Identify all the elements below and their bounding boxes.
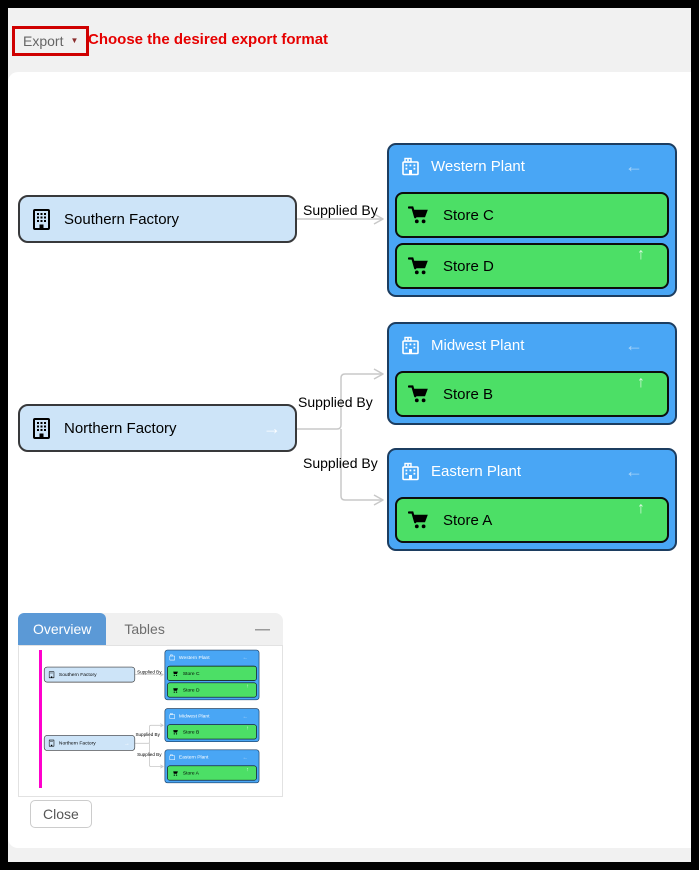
cart-icon <box>408 384 430 404</box>
cart-icon <box>171 687 178 693</box>
mini-node-store-d: Store D ↑ <box>167 682 257 698</box>
chevron-down-icon: ▼ <box>70 36 79 45</box>
group-western-plant[interactable]: Western Plant ← Store C Store D ↑ <box>387 143 677 297</box>
arrow-left-icon: ← <box>242 753 249 761</box>
tab-tables-label: Tables <box>124 621 165 637</box>
cart-icon <box>408 510 430 530</box>
factory-building-icon <box>48 739 55 747</box>
group-label: Midwest Plant <box>178 713 210 719</box>
arrow-left-icon: ← <box>242 653 249 661</box>
node-label: Store A <box>443 511 493 529</box>
overview-minimap[interactable]: Supplied By Supplied By Supplied By Sout… <box>18 645 283 797</box>
plant-building-icon <box>169 654 175 661</box>
node-store-c[interactable]: Store C <box>395 192 669 238</box>
mini-group-eastern-plant: Eastern Plant ← Store A ↑ <box>164 749 260 784</box>
edge-arrowhead <box>373 368 384 380</box>
cart-icon <box>171 770 178 776</box>
node-label: Store D <box>182 687 200 693</box>
mini-group-western-plant: Western Plant ← Store C Store D ↑ <box>164 649 260 701</box>
plant-building-icon <box>401 336 420 355</box>
edge-label-supplied-by: Supplied By <box>137 669 162 675</box>
group-header[interactable]: Eastern Plant ← <box>395 450 669 492</box>
arrow-up-icon: ↑ <box>246 683 249 690</box>
mini-node-southern-factory: Southern Factory <box>43 666 136 683</box>
node-store-d[interactable]: Store D ↑ <box>395 243 669 289</box>
overview-panel-tabbar: Overview Tables — <box>18 613 283 645</box>
group-label: Eastern Plant <box>178 754 209 760</box>
group-label: Midwest Plant <box>431 336 525 354</box>
plant-building-icon <box>401 462 420 481</box>
node-label: Store C <box>182 670 200 677</box>
minimap-diagram: Supplied By Supplied By Supplied By Sout… <box>38 646 267 796</box>
edge-label-supplied-by: Supplied By <box>135 731 160 738</box>
arrow-left-icon: ← <box>625 155 643 176</box>
arrow-up-icon: ↑ <box>246 766 249 773</box>
arrow-right-icon: → <box>124 739 130 747</box>
node-label: Store B <box>182 729 200 735</box>
edge-label-supplied-by: Supplied By <box>298 394 373 410</box>
group-midwest-plant[interactable]: Midwest Plant ← Store B ↑ <box>387 322 677 425</box>
minimap-viewport-indicator[interactable] <box>39 650 42 788</box>
arrow-left-icon: ← <box>625 460 643 481</box>
cart-icon <box>171 729 178 735</box>
node-northern-factory[interactable]: Northern Factory → <box>18 404 297 452</box>
export-dropdown-label: Export <box>23 33 64 49</box>
tab-overview[interactable]: Overview <box>18 613 107 645</box>
factory-building-icon <box>33 417 50 439</box>
factory-building-icon <box>33 208 50 230</box>
arrow-left-icon: ← <box>242 712 249 719</box>
edge-label-supplied-by: Supplied By <box>303 455 378 471</box>
arrow-up-icon: ↑ <box>246 725 249 731</box>
edge-label-supplied-by: Supplied By <box>303 202 378 218</box>
mini-node-store-b: Store B ↑ <box>167 724 257 740</box>
minimize-icon[interactable]: — <box>255 620 270 638</box>
edge-arrowhead <box>373 213 384 225</box>
node-label: Northern Factory <box>64 419 177 437</box>
edge-lines <box>135 672 164 769</box>
arrow-left-icon: ← <box>625 334 643 355</box>
node-label: Store D <box>443 257 494 275</box>
node-store-a[interactable]: Store A ↑ <box>395 497 669 543</box>
edge-arrowhead <box>373 494 384 506</box>
node-label: Southern Factory <box>64 210 180 228</box>
edge-northern-midwest <box>297 373 382 430</box>
node-label: Store C <box>443 206 494 224</box>
plant-building-icon <box>401 157 420 176</box>
tab-tables[interactable]: Tables <box>106 613 182 645</box>
mini-node-store-c: Store C <box>167 665 257 681</box>
edge-northern-eastern <box>340 429 382 501</box>
export-instruction-text: Choose the desired export format <box>88 31 329 48</box>
export-dropdown[interactable]: Export ▼ <box>12 26 90 56</box>
cart-icon <box>408 205 430 225</box>
node-southern-factory[interactable]: Southern Factory <box>18 195 297 243</box>
node-label: Store B <box>443 385 494 403</box>
arrow-right-icon: → <box>263 417 281 438</box>
tab-overview-label: Overview <box>33 621 92 637</box>
mini-node-northern-factory: Northern Factory → <box>43 735 136 751</box>
group-label: Eastern Plant <box>431 462 522 480</box>
plant-building-icon <box>169 712 175 719</box>
arrow-up-icon: ↑ <box>637 246 645 263</box>
node-label: Store A <box>182 770 199 776</box>
arrow-up-icon: ↑ <box>637 374 645 391</box>
node-label: Northern Factory <box>58 740 96 746</box>
close-button[interactable]: Close <box>30 800 92 828</box>
group-header[interactable]: Western Plant ← <box>395 145 669 187</box>
mini-group-midwest-plant: Midwest Plant ← Store B ↑ <box>164 708 260 742</box>
group-label: Western Plant <box>431 157 525 175</box>
cart-icon <box>171 670 178 676</box>
mini-node-store-a: Store A ↑ <box>167 765 257 781</box>
group-label: Western Plant <box>178 654 210 661</box>
group-eastern-plant[interactable]: Eastern Plant ← Store A ↑ <box>387 448 677 551</box>
factory-building-icon <box>48 671 55 679</box>
edge-label-supplied-by: Supplied By <box>137 751 162 758</box>
plant-building-icon <box>169 754 175 760</box>
arrow-up-icon: ↑ <box>637 500 645 517</box>
node-label: Southern Factory <box>58 671 97 678</box>
node-store-b[interactable]: Store B ↑ <box>395 371 669 417</box>
cart-icon <box>408 256 430 276</box>
group-header[interactable]: Midwest Plant ← <box>395 324 669 366</box>
